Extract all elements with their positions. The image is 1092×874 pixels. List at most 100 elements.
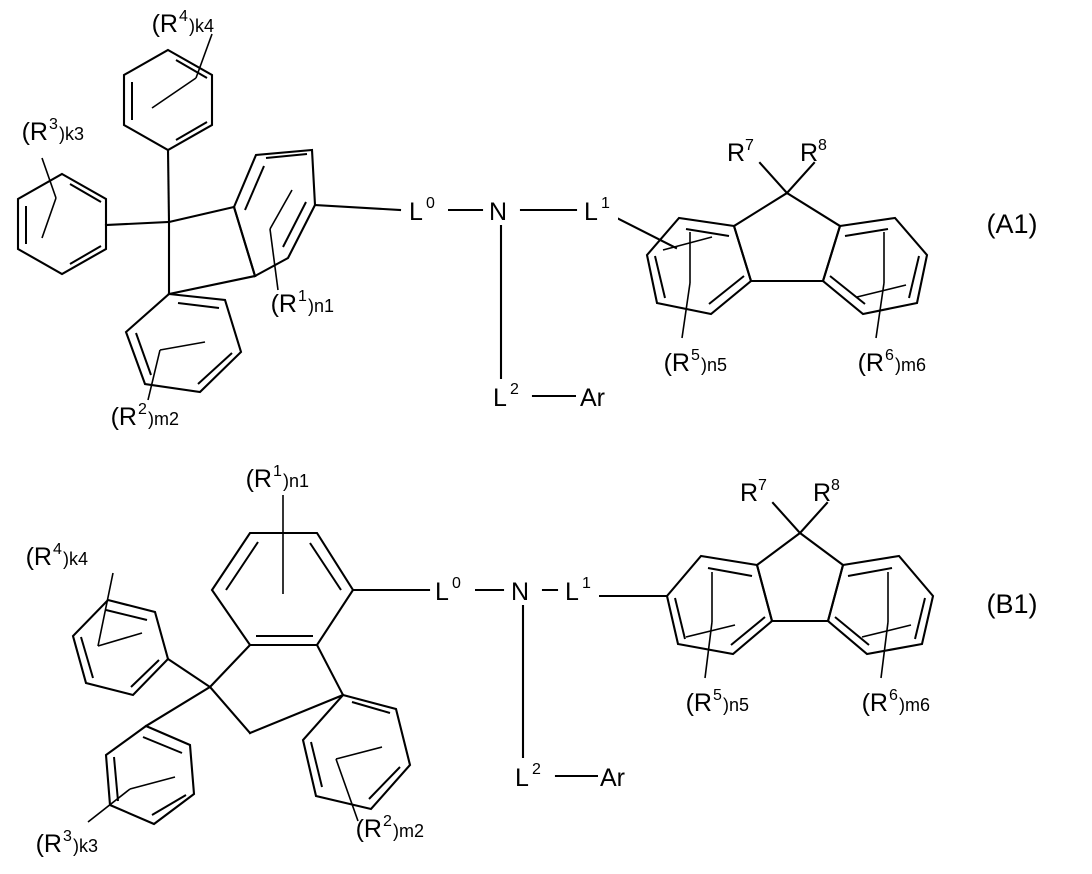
b1-r6-close: )m6: [899, 695, 930, 715]
a1-atom-l0: L 0: [404, 194, 448, 226]
b1-r3-sup: 3: [63, 828, 72, 845]
a1-bond-c9-to-r3-phenyl: [104, 220, 171, 227]
b1-atom-l1: L 1: [561, 574, 599, 606]
a1-r7-sup: 7: [745, 137, 754, 154]
a1-l2-sup: 2: [510, 381, 519, 398]
a1-label-r4: (R 4 )k4: [152, 8, 214, 38]
a1-r6-open: (R: [858, 349, 884, 377]
b1-l1-base: L: [565, 578, 579, 606]
formula-b1: (R 1 )n1 (R 4 )k4 (R 3 )k3 (R 2 )m2 (R 5…: [26, 463, 1038, 858]
a1-bond-l1-to-fluorene: [611, 214, 678, 250]
a1-r2-open: (R: [111, 403, 137, 431]
b1-label-r3: (R 3 )k3: [36, 828, 98, 858]
b1-fluorene-core: [208, 643, 345, 735]
b1-l0-sup: 0: [452, 575, 461, 592]
a1-phenyl-r4: [122, 33, 214, 152]
a1-l1-sup: 1: [601, 195, 610, 212]
b1-n-base: N: [511, 578, 529, 606]
a1-label-r5: (R 5 )n5: [664, 347, 727, 377]
b1-label-r1: (R 1 )n1: [246, 463, 309, 493]
a1-r2-close: )m2: [148, 409, 179, 429]
b1-r8-sup: 8: [831, 477, 840, 494]
b1-label-r7: R 7: [740, 477, 767, 507]
a1-r5-open: (R: [664, 349, 690, 377]
b1-l0-base: L: [435, 578, 449, 606]
a1-atom-n: N: [485, 194, 517, 226]
a1-phenyl-r3: [16, 157, 108, 276]
a1-r1-close: )n1: [308, 296, 334, 316]
b1-atom-l2: L 2: [511, 760, 553, 792]
a1-label-r3: (R 3 )k3: [22, 116, 84, 146]
formula-a1: (R 4 )k4 (R 3 )k3 (R 1 )n1 (R 2 )m2 (R 5…: [16, 8, 1038, 431]
b1-r8-base: R: [813, 479, 831, 507]
b1-benzo-r6: [826, 554, 935, 679]
a1-r3-close: )k3: [59, 124, 84, 144]
b1-r1-close: )n1: [283, 471, 309, 491]
a1-r5-sup: 5: [691, 347, 700, 364]
b1-l2-base: L: [515, 764, 529, 792]
a1-r8-base: R: [800, 139, 818, 167]
b1-r1-open: (R: [246, 465, 272, 493]
b1-label-r4: (R 4 )k4: [26, 541, 88, 571]
a1-label-r6: (R 6 )m6: [858, 347, 926, 377]
a1-l0-sup: 0: [426, 195, 435, 212]
a1-l2-base: L: [493, 384, 507, 412]
a1-l1-base: L: [584, 198, 598, 226]
a1-r7-base: R: [727, 139, 745, 167]
a1-right-fluorene-core: [732, 191, 842, 283]
a1-atom-l2: L 2: [489, 380, 531, 412]
a1-r4-open: (R: [152, 10, 178, 38]
a1-r1-open: (R: [271, 290, 297, 318]
b1-bond-c9-r3-phenyl: [144, 685, 212, 728]
b1-r7-base: R: [740, 479, 758, 507]
a1-r3-open: (R: [22, 118, 48, 146]
a1-r6-sup: 6: [885, 347, 894, 364]
a1-benzo-r2: [124, 292, 243, 401]
a1-formula-tag: (A1): [986, 209, 1037, 239]
b1-l1-sup: 1: [582, 575, 591, 592]
a1-benzo-r6: [821, 216, 929, 339]
b1-right-fluorene-core: [755, 531, 845, 623]
a1-r4-close: )k4: [189, 16, 214, 36]
a1-benzo-r1: [232, 148, 317, 291]
a1-bond-c9-to-r4-phenyl: [166, 148, 171, 224]
b1-bond-c9-r4-phenyl: [166, 657, 212, 689]
b1-label-r8: R 8: [813, 477, 840, 507]
b1-atom-ar: Ar: [598, 760, 640, 792]
a1-atom-l1: L 1: [580, 194, 618, 226]
a1-r2-sup: 2: [138, 401, 147, 418]
a1-fluorene-core: [167, 205, 257, 296]
a1-r3-sup: 3: [49, 116, 58, 133]
b1-r5-sup: 5: [713, 687, 722, 704]
b1-r2-sup: 2: [383, 813, 392, 830]
a1-r4-sup: 4: [179, 8, 188, 25]
a1-label-r7: R 7: [727, 137, 754, 167]
a1-bond-c9-r8: [785, 161, 816, 195]
a1-atom-ar: Ar: [576, 380, 618, 412]
a1-label-r8: R 8: [800, 137, 827, 167]
b1-r4-close: )k4: [63, 549, 88, 569]
b1-r4-sup: 4: [53, 541, 62, 558]
b1-r2-open: (R: [356, 815, 382, 843]
b1-l2-sup: 2: [532, 761, 541, 778]
b1-atom-n: N: [507, 574, 539, 606]
a1-r6-close: )m6: [895, 355, 926, 375]
b1-r1-sup: 1: [273, 463, 282, 480]
b1-r6-sup: 6: [889, 687, 898, 704]
a1-label-r2: (R 2 )m2: [111, 401, 179, 431]
b1-benzo-r5: [665, 554, 774, 679]
b1-benzo-r1: [210, 495, 355, 647]
b1-label-r5: (R 5 )n5: [686, 687, 749, 717]
a1-ar-base: Ar: [580, 384, 605, 412]
a1-label-r1: (R 1 )n1: [271, 288, 334, 318]
a1-r5-close: )n5: [701, 355, 727, 375]
b1-label-r2: (R 2 )m2: [356, 813, 424, 843]
b1-label-r6: (R 6 )m6: [862, 687, 930, 717]
a1-benzo-r5: [645, 216, 753, 339]
b1-r4-open: (R: [26, 543, 52, 571]
b1-benzo-r2: [301, 693, 412, 822]
b1-phenyl-r4: [71, 572, 170, 697]
a1-r8-sup: 8: [818, 137, 827, 154]
a1-bond-c9-r7: [758, 161, 789, 195]
